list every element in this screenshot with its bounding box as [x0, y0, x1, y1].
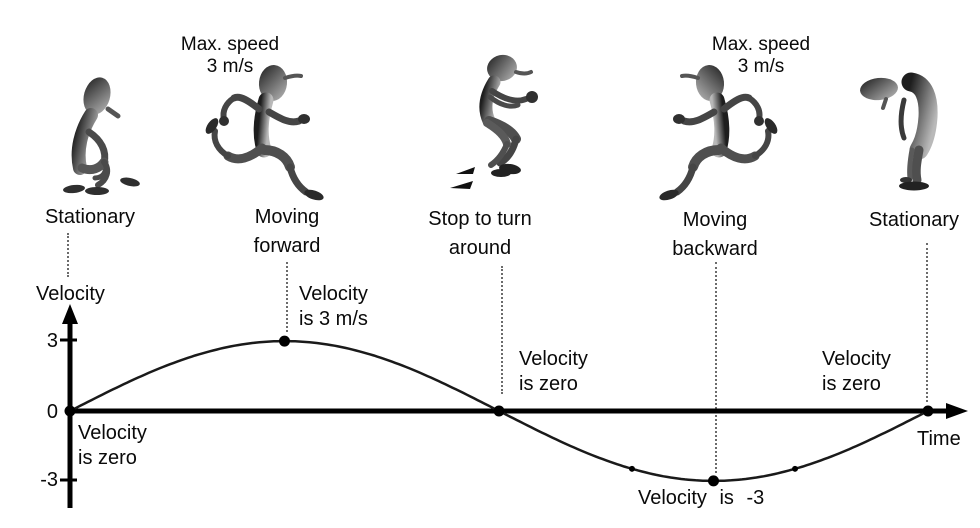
- figure-label-moving-backward: Moving backward: [672, 209, 758, 260]
- connector-stop-to-turn: [501, 266, 503, 394]
- max-speed-caption-forward: Max. speed 3 m/s: [180, 34, 280, 77]
- velocity-chart-svg: [60, 304, 968, 508]
- connector-stationary-left: [67, 233, 69, 277]
- annotation-velocity-zero-origin: Velocity is zero: [78, 422, 147, 469]
- x-axis-title: Time: [917, 428, 961, 450]
- figure-label-stop-to-turn: Stop to turn around: [428, 208, 532, 259]
- connector-moving-forward: [286, 262, 288, 332]
- annotation-velocity-zero-end: Velocity is zero: [822, 348, 891, 395]
- ytick-label-3: 3: [46, 330, 58, 352]
- figure-label-moving-forward: Moving forward: [253, 206, 321, 257]
- annotation-velocity-3ms: Velocity is 3 m/s: [299, 283, 368, 330]
- skid-mark-icon: [450, 181, 473, 189]
- skid-mark-icon: [456, 167, 475, 174]
- hunched-person-icon: [860, 72, 938, 191]
- y-axis-arrow-icon: [62, 304, 78, 324]
- y-axis-title: Velocity: [36, 283, 105, 305]
- max-speed-caption-backward: Max. speed 3 m/s: [711, 34, 811, 77]
- annotation-velocity-neg3: Velocity is -3: [638, 487, 765, 509]
- running-forward-person-icon: [205, 65, 324, 201]
- annotation-velocity-zero-mid: Velocity is zero: [519, 348, 588, 395]
- curve-points: [64, 335, 934, 487]
- running-backward-person-icon: [659, 65, 778, 201]
- connector-moving-backward: [715, 262, 717, 473]
- ytick-label-0: 0: [46, 401, 58, 423]
- x-axis-arrow-icon: [946, 403, 968, 419]
- ytick-label-neg3: -3: [40, 469, 58, 491]
- connector-stationary-right: [926, 243, 928, 402]
- crouching-person-icon: [63, 77, 140, 195]
- jumping-stop-person-icon: [450, 54, 538, 189]
- figure-label-stationary-left: Stationary: [44, 206, 136, 228]
- figure-label-stationary-right: Stationary: [868, 209, 960, 231]
